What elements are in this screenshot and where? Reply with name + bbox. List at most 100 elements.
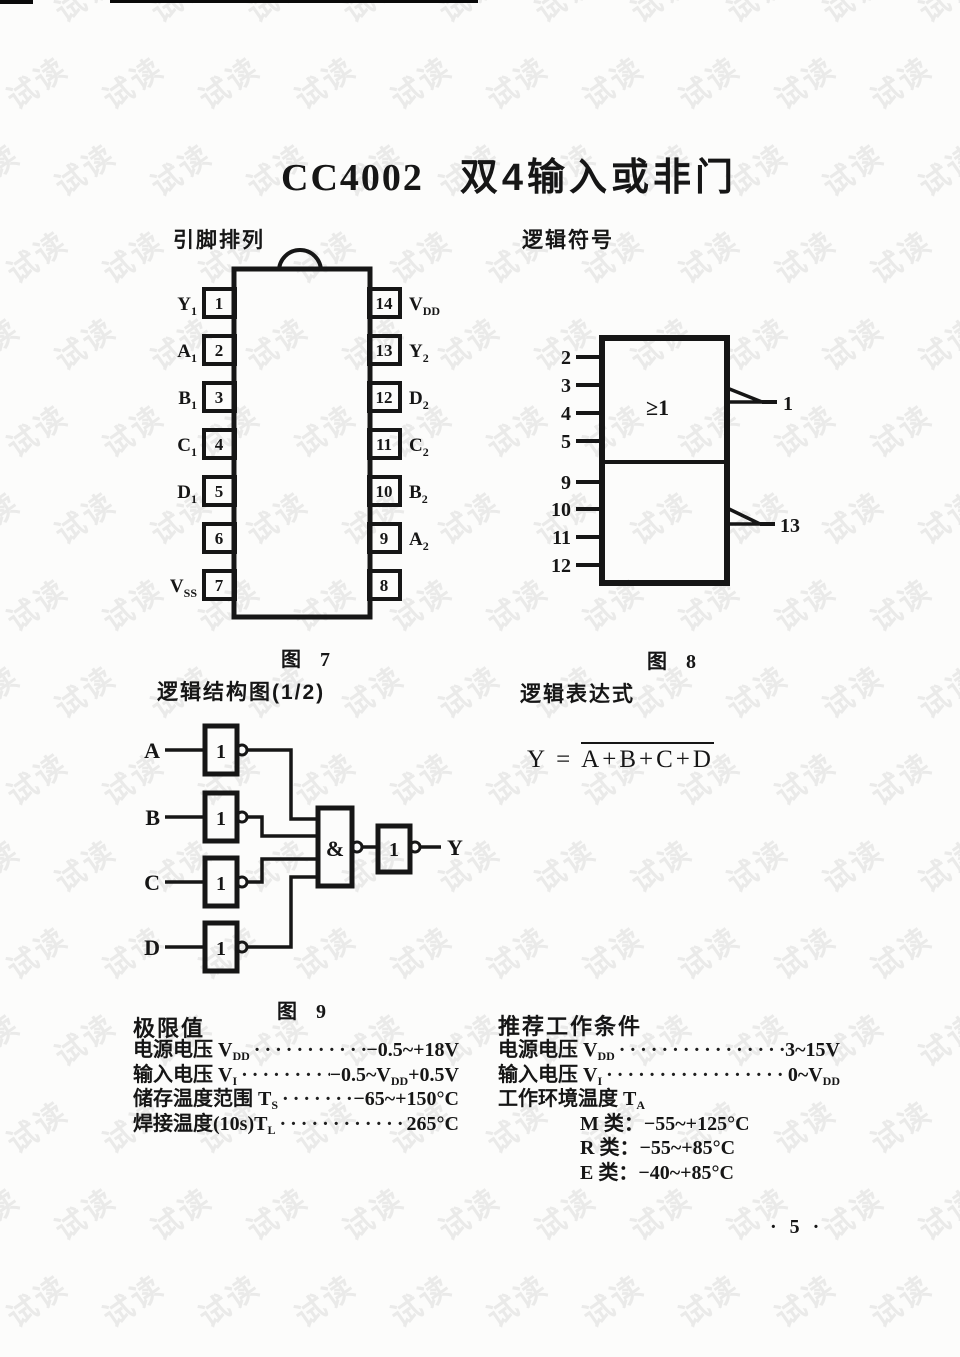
pin-label: A1 <box>177 341 197 365</box>
inversion-wedge-icon <box>726 386 763 404</box>
pin-box <box>202 334 237 366</box>
figure-logic-symbol: ≥1 2 3 4 5 9 10 11 12 1 13 <box>551 335 800 586</box>
inversion-bubble-icon <box>408 840 422 854</box>
temperature-class-row: E 类：−40~+85°C <box>580 1161 734 1184</box>
heading-recommended-conditions: 推荐工作条件 <box>498 1014 643 1039</box>
conditions-table: 电源电压 VDD ·······························… <box>498 1038 840 1185</box>
wire <box>247 815 318 838</box>
pin-number: 5 <box>215 482 224 501</box>
pin-number: 3 <box>215 388 224 407</box>
dot-leader: ······································· <box>279 1112 407 1135</box>
logic-expression: Y = A+B+C+D <box>527 742 714 774</box>
inversion-bubble-icon <box>350 840 364 854</box>
output-signal-label: Y <box>447 835 463 860</box>
temperature-class-row: M 类：−55~+125°C <box>580 1112 750 1135</box>
pin-label: Y2 <box>409 341 429 365</box>
equals-sign: = <box>556 746 573 773</box>
output-pin-label: 1 <box>783 393 793 415</box>
wire <box>247 748 318 821</box>
table-row: 焊接温度(10s)TL ····························… <box>133 1112 459 1137</box>
dot-leader: ······································· <box>241 1063 330 1086</box>
param-label: 电源电压 VDD <box>133 1039 250 1063</box>
scan-artifact-line <box>0 0 33 4</box>
wire <box>247 875 318 949</box>
heading-limits: 极限值 <box>133 1016 206 1041</box>
inverter-label: 1 <box>389 839 399 861</box>
input-pin-label: 4 <box>561 403 571 425</box>
table-row: 储存温度范围 TS ······························… <box>133 1087 459 1112</box>
pin-label: Y1 <box>177 294 197 318</box>
table-row: 电源电压 VDD ·······························… <box>498 1038 840 1063</box>
param-value: 3~15V <box>785 1039 840 1061</box>
heading-pin-layout: 引脚排列 <box>173 229 265 252</box>
dot-leader: ······································· <box>618 1039 785 1061</box>
and-gate-label: & <box>326 836 344 861</box>
pin-box <box>202 381 237 413</box>
output-pin-label: 13 <box>780 515 800 537</box>
pin-number: 7 <box>215 576 224 595</box>
signal-label: C <box>144 870 160 895</box>
pin-number: 13 <box>376 341 393 360</box>
pin-label: A2 <box>409 529 429 553</box>
pin-number: 10 <box>376 482 393 501</box>
notch-icon <box>277 248 323 272</box>
table-row: 工作环境温度 TA <box>498 1087 840 1112</box>
pin-number: 6 <box>215 529 224 548</box>
page-number: · 5 · <box>770 1216 824 1238</box>
pin-label: C1 <box>177 435 197 459</box>
pin-label: B2 <box>409 482 428 506</box>
pin-box <box>367 569 402 601</box>
pin-box <box>202 287 237 319</box>
figure-logic-structure: A 1 B 1 C 1 D 1 <box>144 723 463 974</box>
param-label: 电源电压 VDD <box>498 1039 615 1063</box>
expression-lhs: Y <box>527 746 548 773</box>
pin-number: 8 <box>380 576 389 595</box>
wire <box>247 857 318 884</box>
pin-label: C2 <box>409 435 429 459</box>
table-row: 输入电压 VI ································… <box>133 1063 459 1088</box>
pin-number: 11 <box>376 435 392 454</box>
param-label: 工作环境温度 TA <box>498 1088 646 1112</box>
pin-number: 4 <box>215 435 224 454</box>
pin-label: B1 <box>178 388 197 412</box>
inverter-label: 1 <box>216 873 226 895</box>
pin-box <box>202 428 237 460</box>
input-pin-label: 10 <box>551 499 571 521</box>
inversion-bubble-icon <box>235 810 249 824</box>
limits-table: 电源电压 VDD ·······························… <box>133 1038 459 1136</box>
param-label: 储存温度范围 TS <box>133 1088 279 1112</box>
gate-function-label: ≥1 <box>646 395 669 420</box>
pin-number: 14 <box>376 294 394 313</box>
input-pin-label: 3 <box>561 375 571 397</box>
param-label: 焊接温度(10s)TL <box>133 1112 276 1137</box>
inversion-bubble-icon <box>235 743 249 757</box>
figure8-caption: 图 8 <box>647 651 703 673</box>
table-row: 输入电压 VI ································… <box>498 1063 840 1088</box>
inverter-label: 1 <box>216 938 226 960</box>
param-value: −65~+150°C <box>353 1088 459 1110</box>
dot-leader: ······································· <box>253 1039 367 1061</box>
left-pins: 1 2 3 4 5 6 7 <box>202 287 237 601</box>
pin-box <box>367 334 402 366</box>
right-pins: 14 13 12 11 10 9 8 <box>367 287 402 601</box>
expression-overlined-term: A+B+C+D <box>581 742 714 774</box>
right-pin-labels: VDD Y2 D2 C2 B2 A2 <box>409 294 440 553</box>
inversion-wedge-icon <box>726 506 761 526</box>
dot-leader: ······································· <box>282 1088 353 1110</box>
inversion-bubble-icon <box>235 875 249 889</box>
ic-body <box>231 266 373 620</box>
param-value: −0.5~+18V <box>366 1039 459 1061</box>
pin-number: 1 <box>215 294 224 313</box>
inverter-label: 1 <box>216 808 226 830</box>
param-label: 输入电压 VI <box>133 1063 238 1088</box>
param-value: −0.5~VDD+0.5V <box>329 1063 459 1088</box>
figure9-caption: 图 9 <box>277 1001 333 1023</box>
param-label: 输入电压 VI <box>498 1063 603 1088</box>
param-value: 0~VDD <box>787 1063 840 1088</box>
pin-box <box>367 522 402 554</box>
heading-logic-structure: 逻辑结构图(1/2) <box>157 681 326 704</box>
pin-box <box>367 287 402 319</box>
part-description: 双4输入或非门 <box>459 157 738 199</box>
